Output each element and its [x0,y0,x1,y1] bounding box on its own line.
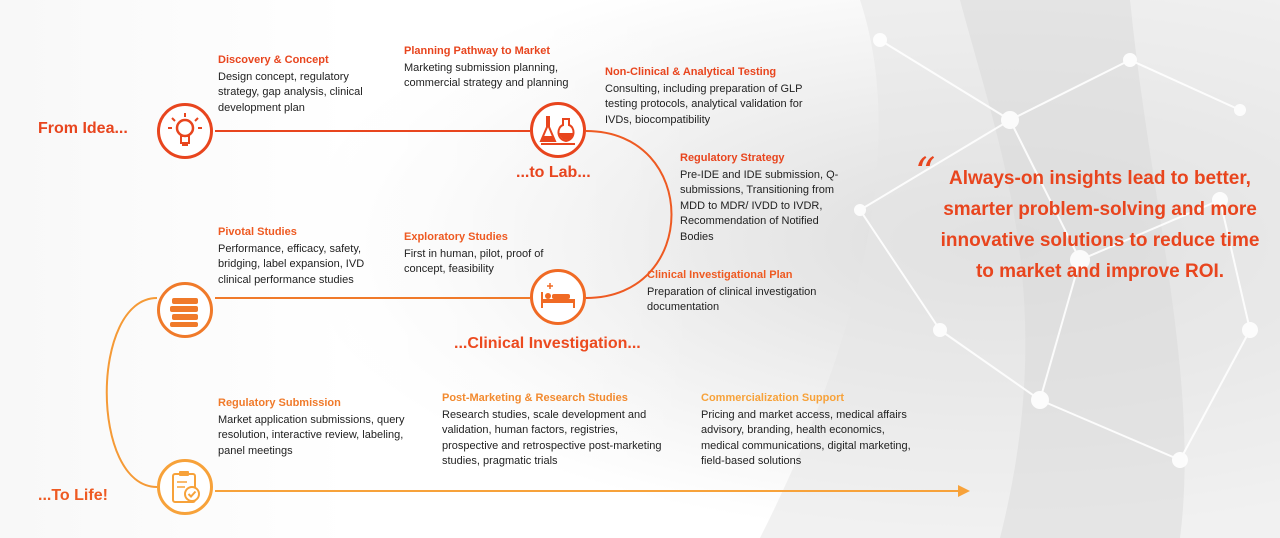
block-title: Clinical Investigational Plan [647,269,793,281]
block-title: Non-Clinical & Analytical Testing [605,66,777,78]
block-body: First in human, pilot, proof of concept,… [404,247,544,276]
block-title: Exploratory Studies [404,231,508,243]
block-title: Pivotal Studies [218,226,297,238]
block-title: Discovery & Concept [218,54,329,66]
block-commercial: Commercialization Support Pricing and ma… [701,391,911,470]
path-studies-to-life [105,297,158,488]
block-regsub: Regulatory Submission Market application… [218,396,408,459]
block-exploratory: Exploratory Studies First in human, pilo… [404,230,569,278]
stage-label-idea: From Idea... [38,120,128,137]
quote-text: Always-on insights lead to better, smart… [940,168,1260,282]
stage-label-lab: ...to Lab... [516,164,591,181]
block-body: Preparation of clinical investigation do… [647,285,817,314]
block-body: Consulting, including preparation of GLP… [605,82,803,126]
quote-mark-icon: “ [915,150,936,196]
block-discovery: Discovery & Concept Design concept, regu… [218,53,378,116]
block-body: Market application submissions, query re… [218,413,405,457]
block-cip: Clinical Investigational Plan Preparatio… [647,268,847,316]
block-nonclinical: Non-Clinical & Analytical Testing Consul… [605,65,827,128]
path-lab-to-clinical [585,130,673,299]
block-postmarket: Post-Marketing & Research Studies Resear… [442,391,662,470]
block-title: Regulatory Submission [218,397,341,409]
block-body: Pre-IDE and IDE submission, Q-submission… [680,168,839,243]
hospital-bed-icon [530,269,586,325]
stage-label-clinical: ...Clinical Investigation... [454,335,641,352]
block-body: Marketing submission planning, commercia… [404,61,569,90]
stack-layers-icon [157,282,213,338]
block-body: Design concept, regulatory strategy, gap… [218,70,363,114]
arrowhead-icon [958,485,970,497]
clipboard-check-icon [157,459,213,515]
stage-label-life: ...To Life! [38,487,108,504]
block-title: Commercialization Support [701,392,845,404]
block-title: Post-Marketing & Research Studies [442,392,628,404]
lightbulb-icon [157,103,213,159]
block-body: Performance, efficacy, safety, bridging,… [218,242,365,286]
block-title: Planning Pathway to Market [404,45,551,57]
lab-flask-icon [530,102,586,158]
block-body: Pricing and market access, medical affai… [701,408,911,468]
block-title: Regulatory Strategy [680,152,785,164]
block-planning: Planning Pathway to Market Marketing sub… [404,44,572,92]
block-body: Research studies, scale development and … [442,408,662,468]
block-pivotal: Pivotal Studies Performance, efficacy, s… [218,225,383,288]
block-regstrategy: Regulatory Strategy Pre-IDE and IDE subm… [680,151,850,245]
